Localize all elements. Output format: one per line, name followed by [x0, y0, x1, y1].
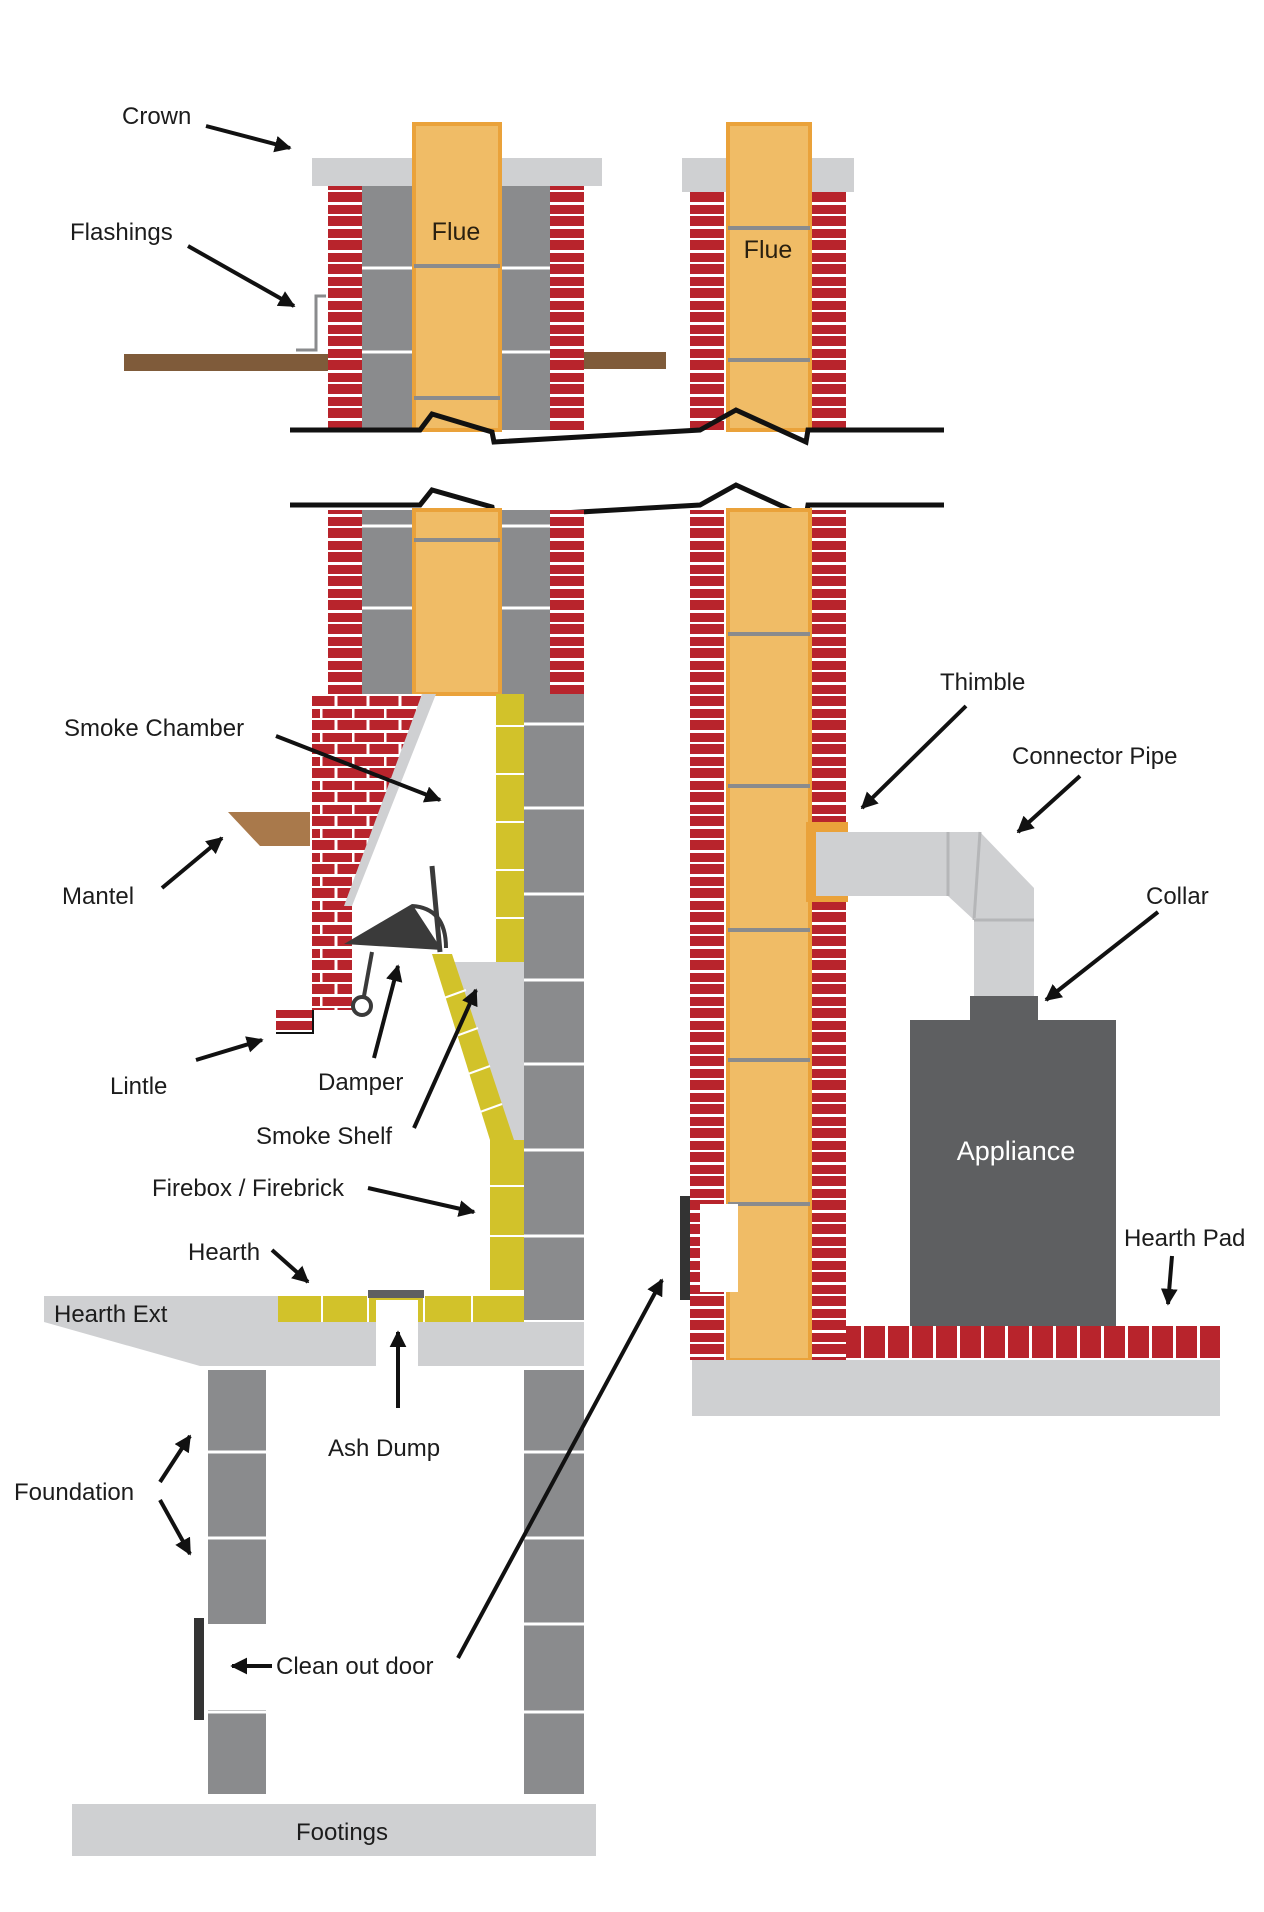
clean-out-opening-right [700, 1204, 738, 1292]
flue-right-upper [726, 122, 812, 432]
label-smoke-chamber: Smoke Chamber [64, 715, 244, 742]
block-right [500, 186, 550, 430]
connector-pipe-vertical [974, 918, 1034, 996]
roof-board-right [584, 352, 666, 369]
label-firebox: Firebox / Firebrick [152, 1175, 345, 1202]
firebrick-upper [496, 694, 524, 962]
label-hearth-ext: Hearth Ext [54, 1301, 168, 1328]
brick-wall-right-inner [812, 192, 846, 430]
label-mantel: Mantel [62, 883, 134, 910]
ash-dump-lid [368, 1290, 424, 1298]
brick-wall-right-outer [690, 192, 724, 430]
label-smoke-shelf: Smoke Shelf [256, 1123, 392, 1150]
flashing [296, 294, 326, 352]
label-hearth-pad: Hearth Pad [1124, 1225, 1245, 1252]
roof-board-left [124, 354, 328, 371]
base-slab-right [692, 1360, 1220, 1416]
right-chimney-upper: Flue [682, 122, 854, 432]
block-left [362, 186, 414, 430]
hearth-extension [44, 1296, 376, 1366]
damper-plate [344, 904, 442, 950]
firebrick-lower [490, 1140, 524, 1290]
foundation-right [524, 1370, 584, 1794]
label-crown: Crown [122, 103, 191, 130]
clean-out-door-left [194, 1618, 204, 1720]
left-chimney-upper: Flue [124, 122, 666, 432]
brick-wall-left-outer [328, 186, 362, 430]
connector-pipe-horizontal [816, 832, 948, 896]
label-damper: Damper [318, 1069, 403, 1096]
label-foundation: Foundation [14, 1479, 134, 1506]
label-connector-pipe: Connector Pipe [1012, 743, 1177, 770]
collar [970, 996, 1038, 1022]
label-clean-out-door: Clean out door [276, 1653, 433, 1680]
foundation-left [208, 1370, 266, 1794]
firebrick-sloped [432, 954, 514, 1140]
clean-out-door-right [680, 1196, 690, 1300]
label-collar: Collar [1146, 883, 1209, 910]
mantel-shelf [228, 812, 310, 846]
flue-label-left: Flue [432, 218, 481, 246]
label-hearth: Hearth [188, 1239, 260, 1266]
footings-slab [72, 1804, 596, 1856]
flue-left-upper [412, 122, 502, 432]
label-ash-dump: Ash Dump [328, 1435, 440, 1462]
flue-label-right: Flue [744, 236, 793, 264]
hearth-pad [846, 1326, 1220, 1358]
label-thimble: Thimble [940, 669, 1025, 696]
back-wall-block [524, 694, 584, 1320]
labels: Crown Flashings Smoke Chamber Mantel Lin… [14, 103, 1245, 1846]
label-footings: Footings [296, 1819, 388, 1846]
break-line-top [290, 407, 944, 446]
flue-right-lower [726, 508, 812, 1362]
appliance-label: Appliance [957, 1136, 1076, 1166]
leader-arrows [158, 124, 1178, 1675]
left-chimney-lower [44, 508, 596, 1856]
label-lintle: Lintle [110, 1073, 167, 1100]
connector-pipe-elbow [948, 832, 1034, 920]
label-flashings: Flashings [70, 219, 173, 246]
smoke-chamber-lining [344, 694, 436, 906]
brick-wall-left-inner [550, 186, 584, 430]
right-chimney-lower: Appliance [680, 508, 1220, 1416]
appliance-body [910, 1020, 1116, 1326]
